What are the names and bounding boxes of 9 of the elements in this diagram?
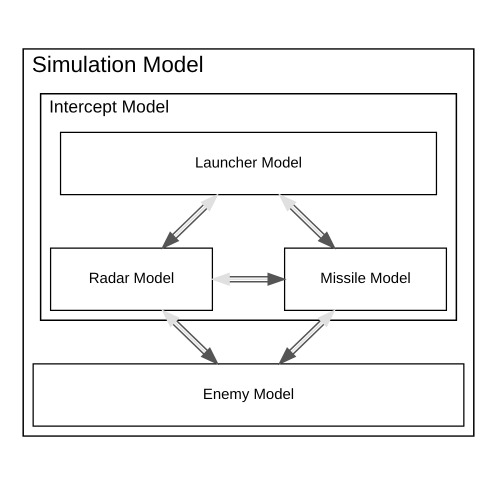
arrow	[210, 272, 287, 286]
arrow	[160, 192, 219, 249]
node-box: Radar Model	[50, 246, 214, 310]
node-box: Enemy Model	[32, 362, 464, 426]
arrow	[278, 192, 336, 249]
arrow	[161, 308, 220, 365]
arrow	[278, 308, 336, 365]
node-box: Launcher Model	[60, 131, 438, 195]
node-box: Missile Model	[284, 246, 448, 310]
